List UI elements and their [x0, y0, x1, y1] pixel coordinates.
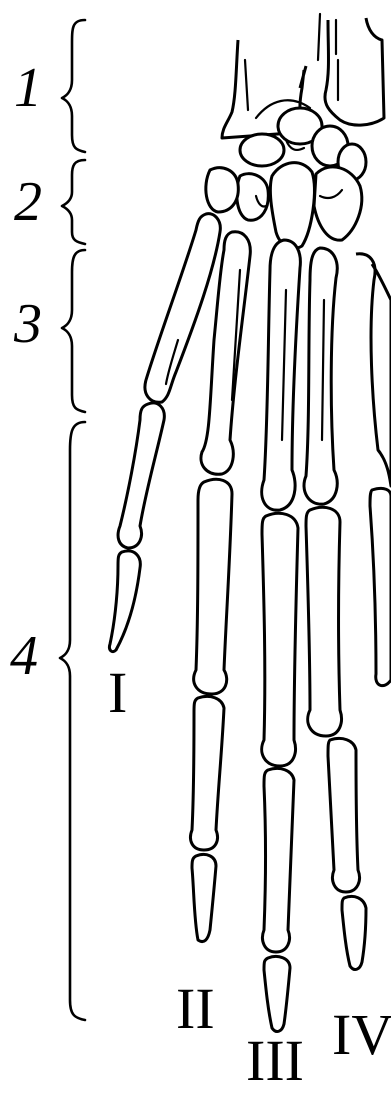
metacarpal-V [356, 254, 391, 486]
metacarpal-III [262, 240, 301, 510]
capitate [270, 163, 314, 249]
bracket-4 [60, 422, 85, 1020]
phalanx-III-proximal [262, 513, 298, 766]
phalanx-I-distal [109, 551, 140, 652]
trapezoid [237, 174, 269, 221]
phalanx-V-proximal [370, 488, 391, 685]
phalanges-V [370, 488, 391, 685]
phalanx-I-proximal [118, 403, 164, 548]
trapezium [206, 168, 238, 212]
digit-label-II: II [176, 980, 215, 1038]
phalanx-II-proximal [194, 479, 232, 694]
phalanx-II-distal [192, 854, 216, 941]
phalanges-III [262, 513, 298, 1031]
phalanx-II-middle [191, 696, 225, 850]
bracket-3 [62, 250, 85, 412]
hamate [314, 167, 362, 240]
metacarpal-bones [145, 214, 391, 510]
region-brackets [60, 20, 85, 1020]
phalanx-IV-middle [328, 738, 360, 892]
phalanx-III-distal [264, 956, 290, 1031]
bracket-1 [62, 20, 85, 152]
metacarpal-IV [304, 248, 337, 504]
region-label-2: 2 [14, 174, 42, 230]
digit-label-IV: IV [332, 1006, 391, 1064]
metacarpal-I [145, 214, 220, 403]
phalanx-IV-distal [342, 896, 366, 969]
phalanges-IV [306, 507, 366, 969]
phalanx-IV-proximal [306, 507, 341, 736]
bracket-2 [62, 160, 85, 244]
region-label-1: 1 [14, 60, 42, 116]
ulna [325, 18, 384, 125]
region-label-4: 4 [10, 628, 38, 684]
region-label-3: 3 [14, 296, 42, 352]
scaphoid [240, 134, 284, 166]
digit-label-III: III [246, 1032, 304, 1090]
phalanges-II [191, 479, 233, 941]
phalanges-I [109, 403, 164, 652]
digit-label-I: I [108, 664, 127, 722]
phalanx-III-middle [263, 768, 295, 952]
